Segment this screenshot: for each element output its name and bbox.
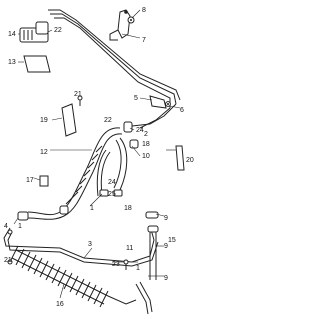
part-20-bracket: [175, 145, 185, 171]
callout-17: 17: [26, 177, 34, 184]
callout-19: 19: [40, 117, 48, 124]
part-17-clip: [39, 175, 49, 187]
part-15-pipe: [149, 226, 157, 280]
callout-11: 11: [126, 245, 133, 252]
right-pipes: [131, 103, 177, 129]
callout-22-top: 22: [54, 27, 62, 34]
callout-9-mid: 9: [164, 243, 168, 250]
callout-22-mid: 22: [104, 117, 112, 124]
part-21-screw-lower: [7, 229, 13, 265]
part-21-screw-upper: [77, 95, 83, 106]
parts-diagram: 8 22 14 7 13 5 21 6 19 22 24 2 18 12 10 …: [3, 7, 194, 315]
callout-21-upper: 21: [74, 91, 82, 98]
part-8-clip: [127, 16, 135, 24]
part-16-coil: [9, 245, 137, 308]
part-14-clamp: [19, 21, 49, 43]
callout-20: 20: [186, 157, 194, 164]
callout-3: 3: [88, 241, 92, 248]
callout-18-lower: 18: [124, 205, 132, 212]
callout-21-lower: 21: [4, 257, 12, 264]
callout-2: 2: [144, 131, 148, 138]
callout-9-upper: 9: [164, 215, 168, 222]
callout-5: 5: [134, 95, 138, 102]
part-13-bracket: [23, 55, 51, 73]
top-bracket-assembly: [109, 9, 131, 41]
part-19-bracket: [61, 103, 77, 137]
diagram-canvas: 8 22 14 7 13 5 21 6 19 22 24 2 18 12 10 …: [3, 7, 194, 315]
callout-23: 23: [112, 261, 120, 268]
part-15-clamps: [145, 211, 159, 233]
callout-1-upper: 1: [90, 205, 94, 212]
callout-9-lower: 9: [164, 275, 168, 282]
leader-lines: [13, 9, 181, 299]
callout-labels: 8 22 14 7 13 5 21 6 19 22 24 2 18 12 10 …: [4, 7, 194, 308]
callout-10: 10: [142, 153, 150, 160]
callout-24-upper: 24: [136, 127, 144, 134]
callout-7: 7: [142, 37, 146, 44]
callout-24-lower: 24: [108, 179, 116, 186]
callout-8: 8: [142, 7, 146, 14]
callout-15: 15: [168, 237, 176, 244]
callout-12: 12: [40, 149, 48, 156]
callout-13: 13: [8, 59, 16, 66]
callout-6: 6: [180, 107, 184, 114]
part-5-junction: [149, 95, 171, 109]
callout-14: 14: [8, 31, 16, 38]
callout-18: 18: [142, 141, 150, 148]
callout-1-left: 1: [18, 223, 22, 230]
part-12-main-hose: [27, 127, 123, 220]
hose-clamps: [17, 121, 139, 221]
callout-4: 4: [4, 223, 8, 230]
callout-25: 25: [108, 191, 116, 198]
callout-16: 16: [56, 301, 64, 308]
upper-pipes: [48, 9, 181, 108]
callout-1-right: 1: [136, 265, 140, 272]
